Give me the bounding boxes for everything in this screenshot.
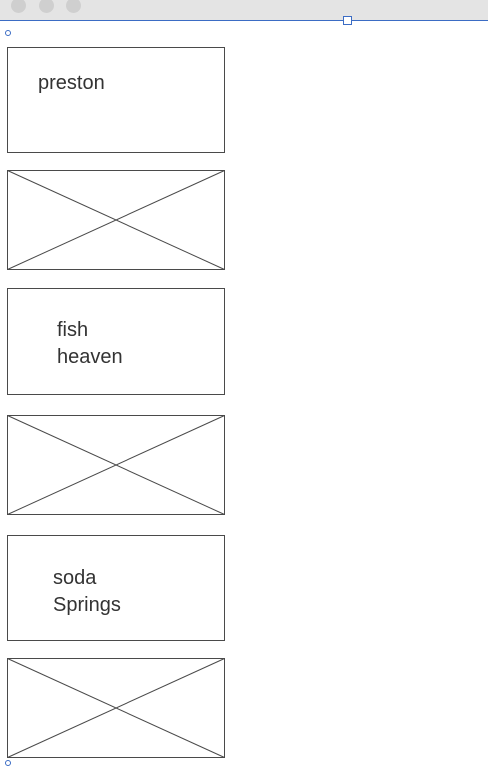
image-placeholder-2-icon	[7, 415, 225, 515]
window-titlebar	[0, 0, 488, 21]
card-3-line-2: Springs	[53, 594, 121, 616]
close-dot-icon[interactable]	[11, 0, 26, 13]
canvas-anchor-top[interactable]	[5, 30, 11, 36]
image-placeholder-1-icon	[7, 170, 225, 270]
card-2-line-2: heaven	[57, 346, 123, 368]
image-placeholder-3[interactable]	[7, 658, 225, 758]
image-placeholder-3-icon	[7, 658, 225, 758]
selection-resize-handle[interactable]	[343, 16, 352, 25]
label-card-2[interactable]: fish heaven	[7, 288, 225, 395]
image-placeholder-2[interactable]	[7, 415, 225, 515]
minimize-dot-icon[interactable]	[39, 0, 54, 13]
image-placeholder-1[interactable]	[7, 170, 225, 270]
canvas-anchor-bottom[interactable]	[5, 760, 11, 766]
zoom-dot-icon[interactable]	[66, 0, 81, 13]
card-3-line-1: soda	[53, 567, 97, 589]
label-card-3[interactable]: soda Springs	[7, 535, 225, 641]
card-1-line-1: preston	[38, 72, 105, 94]
card-2-line-1: fish	[57, 319, 89, 341]
label-card-1[interactable]: preston	[7, 47, 225, 153]
